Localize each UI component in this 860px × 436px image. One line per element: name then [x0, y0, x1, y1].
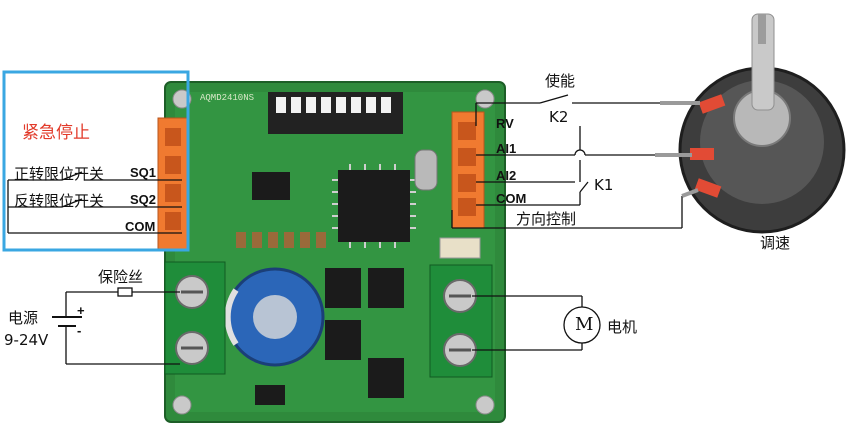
board-model-silkscreen: AQMD2410NS	[200, 93, 255, 103]
forward-limit-label: 正转限位开关	[14, 165, 105, 183]
power-wiring	[52, 287, 180, 365]
motor-terminal	[429, 264, 493, 378]
ai1-label: AI1	[496, 141, 517, 156]
left-signal-terminal	[157, 117, 189, 251]
k2-label: K2	[549, 108, 569, 126]
power-terminal	[164, 261, 226, 375]
reverse-limit-label: 反转限位开关	[14, 192, 105, 210]
emergency-stop-label: 紧急停止	[22, 123, 90, 143]
power-voltage-label: 9-24V	[4, 331, 49, 349]
enable-label: 使能	[545, 72, 576, 90]
power-label: 电源	[8, 309, 39, 327]
com-left-label: COM	[125, 219, 156, 234]
right-signal-terminal	[451, 111, 485, 229]
motor-symbol	[563, 306, 601, 344]
limit-switch-wiring	[7, 171, 182, 234]
emergency-stop-box	[2, 70, 190, 252]
fuse-label: 保险丝	[98, 268, 144, 286]
right-signal-wiring	[451, 94, 683, 229]
motor-label: 电机	[607, 318, 638, 336]
controller-board	[164, 81, 506, 423]
com-right-label: COM	[496, 191, 527, 206]
k1-label: K1	[594, 176, 614, 194]
motor-symbol-label: M	[575, 314, 594, 335]
rv-label: RV	[496, 116, 514, 131]
motor-wiring	[472, 295, 583, 351]
plus-sign: +	[77, 303, 85, 318]
ai2-label: AI2	[496, 168, 517, 183]
sq1-label: SQ1	[130, 165, 157, 180]
potentiometer-label: 调速	[760, 234, 791, 252]
minus-sign: -	[77, 323, 82, 338]
direction-control-label: 方向控制	[516, 210, 577, 228]
potentiometer	[655, 13, 846, 234]
sq2-label: SQ2	[130, 192, 157, 207]
